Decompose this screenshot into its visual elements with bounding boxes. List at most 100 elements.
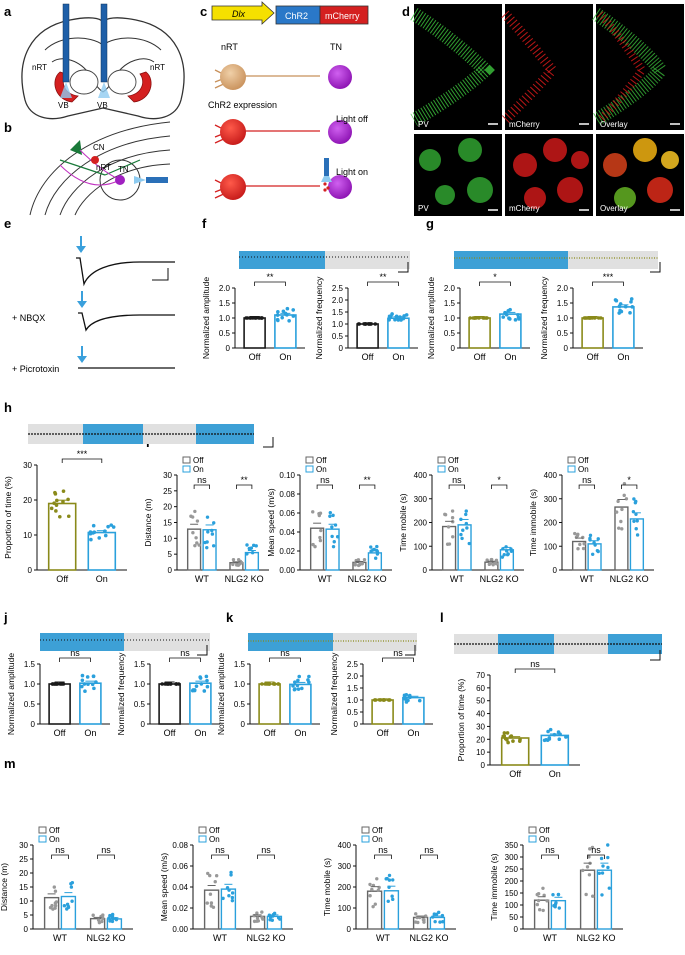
- x-tick-label: WT: [213, 933, 227, 943]
- data-point: [293, 680, 297, 684]
- data-point: [209, 901, 214, 905]
- data-point: [504, 545, 508, 549]
- y-axis-label: Normalized frequency: [116, 652, 126, 735]
- y-tick-label: 40: [476, 710, 485, 719]
- data-point: [106, 524, 110, 529]
- x-tick-label: On: [279, 352, 291, 362]
- data-point: [632, 519, 636, 523]
- y-tick-label: 0.02: [279, 547, 295, 556]
- data-point: [418, 915, 422, 920]
- bar-on: [402, 696, 425, 725]
- x-tick-label: Off: [54, 728, 66, 738]
- x-tick-label: On: [407, 728, 419, 738]
- light-off-epoch-k: [333, 633, 417, 651]
- data-point: [61, 500, 65, 504]
- data-point: [369, 545, 373, 549]
- legend-swatch: [182, 465, 191, 473]
- y-tick-label: 0: [28, 566, 33, 575]
- data-point: [467, 541, 471, 546]
- data-point: [459, 532, 463, 537]
- light-off-epoch-f: [325, 251, 410, 269]
- y-tick-label: 0: [24, 925, 29, 934]
- data-point: [86, 682, 90, 687]
- bar-off: [614, 506, 629, 571]
- bar-on: [596, 869, 613, 930]
- significance-label: ns: [591, 845, 601, 855]
- data-point: [535, 902, 540, 907]
- data-point: [202, 689, 207, 693]
- legend-label: On: [316, 465, 327, 474]
- y-tick-label: 1.0: [347, 696, 359, 705]
- data-point: [581, 535, 585, 540]
- data-point: [465, 526, 469, 530]
- data-point: [91, 674, 96, 678]
- trace-label-picrotoxin: + Picrotoxin: [12, 364, 59, 374]
- bar-off: [158, 683, 181, 725]
- data-point: [97, 920, 102, 925]
- significance-bracket: [269, 657, 301, 662]
- y-tick-label: 100: [414, 542, 428, 551]
- y-tick-label: 0.10: [279, 471, 295, 480]
- data-point: [54, 900, 59, 904]
- schematic-label-vb-right: VB: [97, 101, 108, 110]
- data-point: [206, 530, 210, 534]
- data-point: [278, 917, 282, 921]
- data-point: [97, 536, 102, 540]
- legend-swatch: [437, 465, 446, 473]
- panel-letter-a: a: [4, 4, 12, 19]
- data-point: [52, 501, 56, 505]
- y-tick-label: 0: [514, 925, 519, 934]
- significance-label: ns: [101, 845, 111, 855]
- data-point: [545, 899, 549, 903]
- significance-bracket: [193, 484, 210, 489]
- legend-label: Off: [49, 826, 60, 835]
- data-point: [205, 678, 209, 683]
- data-point: [628, 311, 632, 315]
- data-point: [606, 865, 610, 870]
- data-point: [464, 509, 468, 513]
- data-point: [375, 877, 379, 881]
- significance-bracket: [316, 484, 333, 489]
- neuron-tn-3: [328, 175, 352, 199]
- data-point: [245, 552, 249, 556]
- y-axis-label: Time immobile (s): [528, 489, 538, 556]
- chr2-expression-label: ChR2 expression: [208, 100, 277, 110]
- bar-on: [499, 313, 522, 349]
- legend-swatch: [437, 456, 446, 464]
- legend-swatch: [38, 835, 47, 843]
- bar-off: [581, 317, 604, 349]
- legend-swatch: [182, 456, 191, 464]
- x-tick-label: On: [504, 352, 516, 362]
- data-point: [260, 682, 264, 686]
- data-point: [328, 510, 333, 515]
- y-tick-label: 2.0: [557, 284, 569, 293]
- y-tick-label: 0: [553, 566, 558, 575]
- panel-letter-c: c: [200, 4, 207, 19]
- significance-bracket: [382, 657, 414, 662]
- light-off-epoch-g: [568, 251, 658, 269]
- data-point: [272, 682, 277, 686]
- data-point: [623, 304, 628, 309]
- y-tick-label: 30: [476, 722, 485, 731]
- data-point: [387, 878, 392, 882]
- data-point: [287, 318, 291, 323]
- significance-label: ns: [530, 659, 540, 669]
- y-axis-label: Normalized frequency: [314, 276, 324, 359]
- data-point: [164, 682, 169, 686]
- data-point: [231, 562, 235, 567]
- data-point: [193, 509, 197, 514]
- data-point: [440, 913, 445, 918]
- light-off-label: Light off: [336, 114, 368, 124]
- data-point: [557, 737, 562, 742]
- recording-strips: [28, 251, 662, 661]
- y-tick-label: 0.00: [172, 925, 188, 934]
- significance-bracket: [169, 657, 201, 662]
- data-point: [195, 519, 200, 523]
- y-tick-label: 1.0: [219, 314, 231, 323]
- data-point: [356, 322, 361, 326]
- data-point: [205, 545, 209, 550]
- y-tick-label: 1.0: [444, 314, 456, 323]
- y-axis-label: Normalized amplitude: [6, 653, 16, 735]
